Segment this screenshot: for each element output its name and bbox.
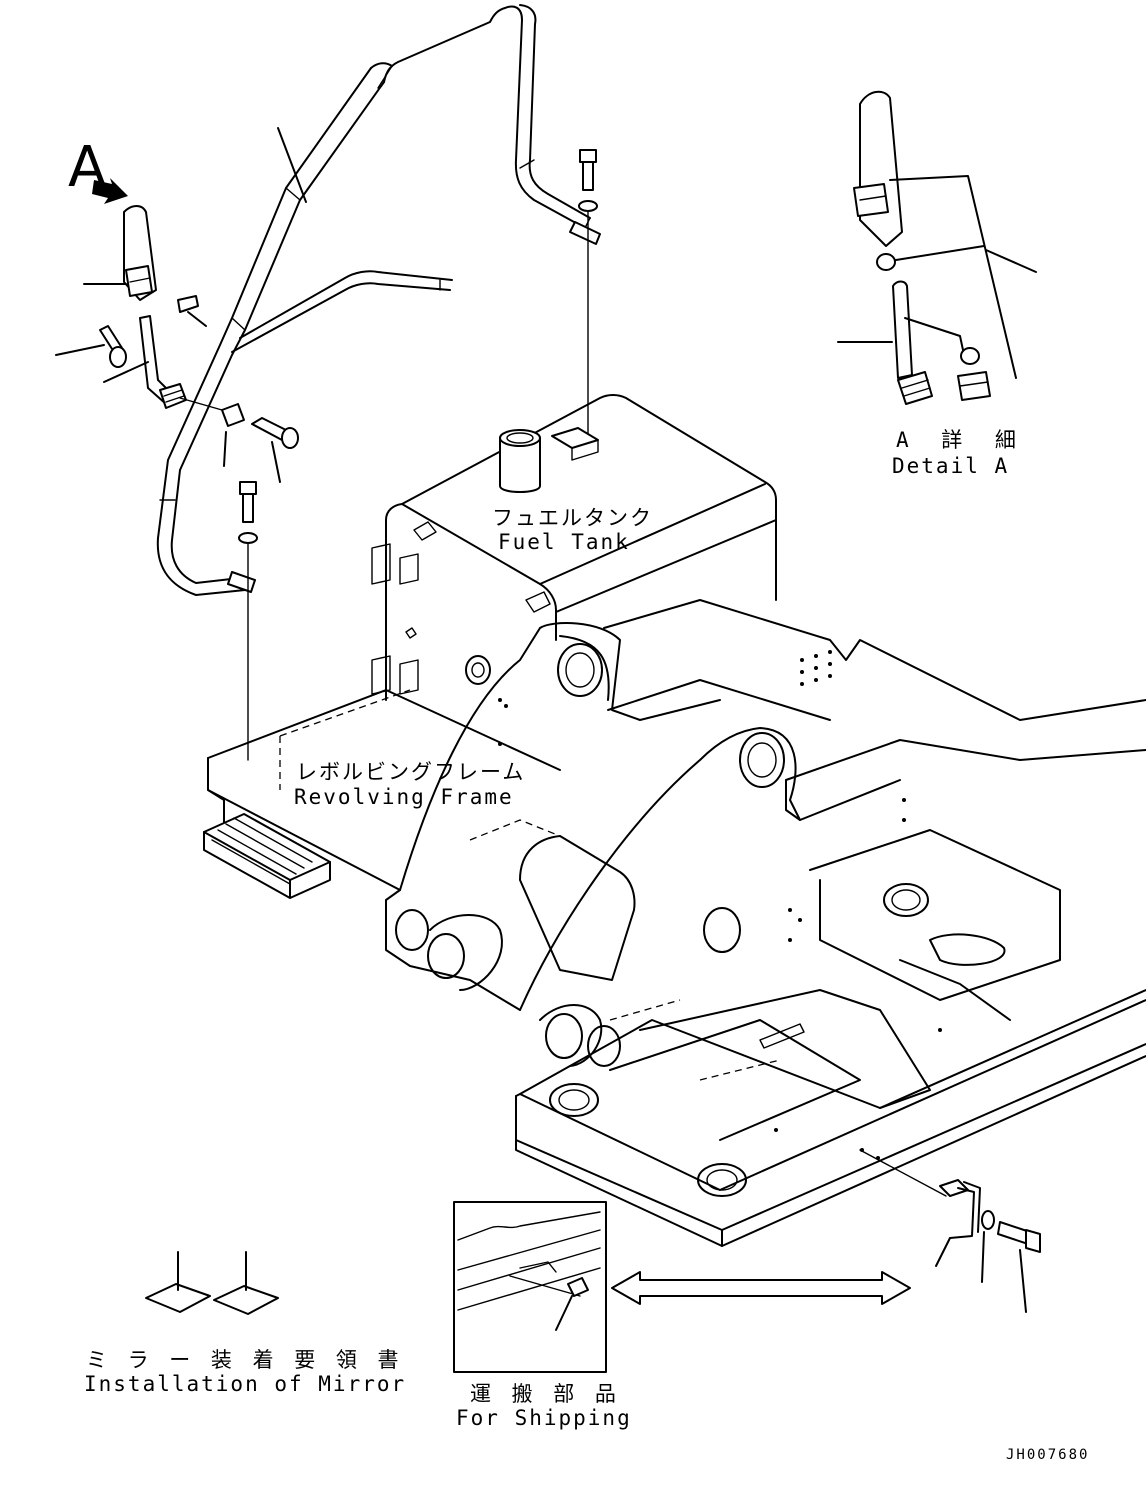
mirror-installation-label-en: Installation of Mirror [84,1372,407,1396]
frame-holes [498,650,942,1160]
view-marker-a: A [68,135,107,200]
revolving-frame-label-en: Revolving Frame [294,785,514,809]
fuel-tank [371,394,777,701]
detail-a-label-jp: A 詳 細 [896,428,1026,452]
fuel-tank-label-en: Fuel Tank [498,530,630,554]
fuel-tank-label-jp: フュエルタンク [492,506,653,530]
detail-a-view [837,90,1037,405]
detail-a-label-en: Detail A [892,454,1010,478]
drawing-number: JH007680 [1006,1447,1090,1463]
manual-icons [145,1251,279,1315]
shipping-label-en: For Shipping [456,1406,632,1430]
mirror-installation-label-jp: ミ ラ ー 装 着 要 領 書 [86,1348,403,1372]
shipping-label-jp: 運 搬 部 品 [470,1382,620,1406]
shipping-inset [453,1201,607,1373]
revolving-frame-label-jp: レボルビングフレーム [296,760,526,784]
handrail-bolts [238,149,598,761]
mirror-assembly [55,127,307,483]
shipping-handle-parts [935,1179,1041,1313]
reference-arrow [611,1271,911,1305]
revolving-frame [203,599,1146,1247]
